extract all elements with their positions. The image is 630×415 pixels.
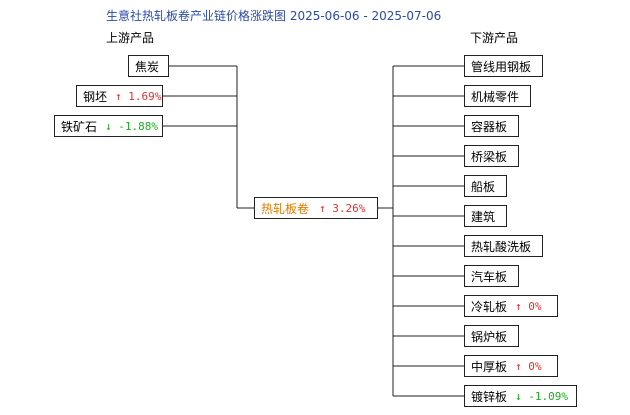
node-name: 热轧酸洗板: [471, 239, 532, 254]
change-value: ↓ -1.09%: [515, 389, 569, 403]
node-name: 镀锌板: [471, 389, 508, 404]
downstream-node[interactable]: 容器板: [464, 115, 519, 137]
downstream-node[interactable]: 锅炉板: [464, 325, 519, 347]
downstream-label: 下游产品: [470, 31, 519, 45]
downstream-node[interactable]: 中厚板 ↑ 0%: [464, 355, 558, 377]
node-name: 冷轧板: [471, 299, 508, 314]
downstream-node[interactable]: 机械零件: [464, 85, 531, 107]
arrow-up-icon: ↑: [515, 359, 522, 373]
node-name: 管线用钢板: [471, 59, 532, 74]
node-name: 锅炉板: [471, 329, 508, 344]
downstream-node[interactable]: 镀锌板 ↓ -1.09%: [464, 385, 577, 407]
downstream-node[interactable]: 热轧酸洗板: [464, 235, 543, 257]
node-name: 钢坯: [83, 89, 108, 104]
upstream-node-iron-ore[interactable]: 铁矿石 ↓ -1.88%: [54, 115, 163, 137]
arrow-up-icon: ↑: [319, 201, 326, 215]
downstream-node[interactable]: 船板: [464, 175, 507, 197]
downstream-node[interactable]: 汽车板: [464, 265, 519, 287]
node-name: 容器板: [471, 119, 508, 134]
node-name: 铁矿石: [61, 119, 98, 134]
downstream-node[interactable]: 管线用钢板: [464, 55, 543, 77]
node-name: 热轧板卷: [261, 201, 310, 216]
upstream-label: 上游产品: [106, 31, 155, 45]
downstream-node[interactable]: 桥梁板: [464, 145, 519, 167]
center-node-hot-rolled-coil[interactable]: 热轧板卷 ↑ 3.26%: [254, 197, 378, 219]
change-value: ↑ 1.69%: [115, 89, 162, 103]
node-name: 焦炭: [135, 59, 160, 74]
change-value: ↓ -1.88%: [105, 119, 159, 133]
arrow-down-icon: ↓: [105, 119, 112, 133]
arrow-up-icon: ↑: [115, 89, 122, 103]
node-name: 汽车板: [471, 269, 508, 284]
change-value: ↑ 3.26%: [319, 201, 366, 215]
node-name: 中厚板: [471, 359, 508, 374]
chart-title: 生意社热轧板卷产业链价格涨跌图 2025-06-06 - 2025-07-06: [106, 9, 442, 23]
node-name: 机械零件: [471, 89, 520, 104]
arrow-down-icon: ↓: [515, 389, 522, 403]
downstream-node[interactable]: 建筑: [464, 205, 507, 227]
node-name: 桥梁板: [471, 149, 508, 164]
change-value: ↑ 0%: [515, 359, 542, 373]
downstream-node[interactable]: 冷轧板 ↑ 0%: [464, 295, 558, 317]
upstream-node-billet[interactable]: 钢坯 ↑ 1.69%: [76, 85, 163, 107]
change-value: ↑ 0%: [515, 299, 542, 313]
arrow-up-icon: ↑: [515, 299, 522, 313]
node-name: 船板: [471, 179, 496, 194]
node-name: 建筑: [471, 209, 496, 224]
upstream-node-coke[interactable]: 焦炭: [128, 55, 169, 77]
